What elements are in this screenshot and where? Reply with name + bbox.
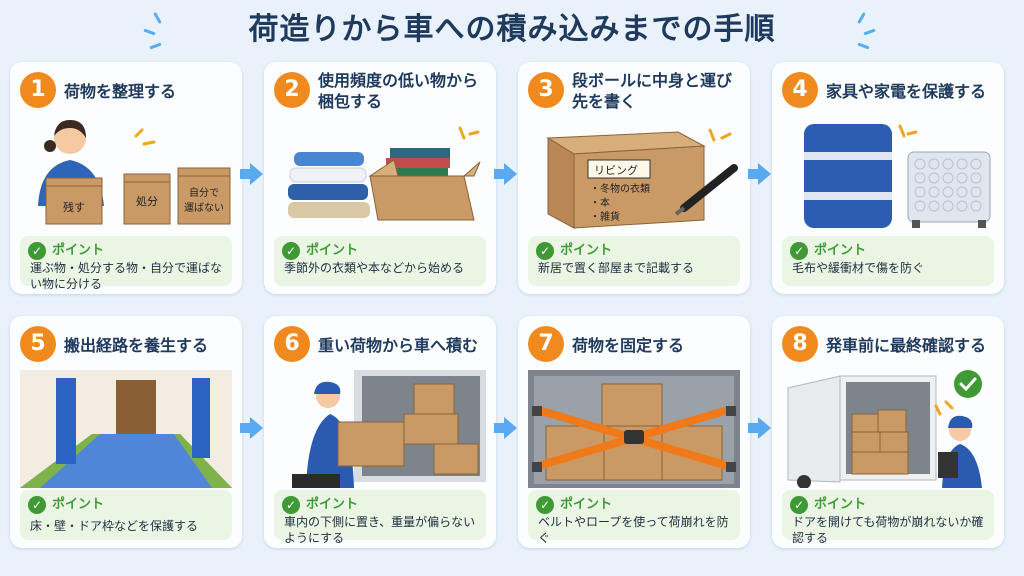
point-text: 運ぶ物・処分する物・自分で運ばない物に分ける bbox=[30, 261, 223, 291]
step-card-3: 3 段ボールに中身と運び先を書く リビング ・冬物の衣類 ・本 ・雑貨 ✓ ポイ… bbox=[518, 62, 750, 294]
step-title: 荷物を固定する bbox=[572, 335, 685, 355]
step-number: 1 bbox=[20, 72, 56, 108]
check-icon: ✓ bbox=[28, 242, 46, 260]
step-card-7: 7 荷物を固定する ✓ ポイント ベルトやロープを使って荷崩れを防ぐ bbox=[518, 316, 750, 548]
wrapped-furniture-illustration bbox=[804, 124, 991, 228]
protected-hallway-illustration bbox=[20, 370, 232, 488]
step-number: 3 bbox=[528, 72, 564, 108]
loading-truck-illustration bbox=[292, 370, 486, 488]
point-label: ポイント bbox=[814, 243, 867, 258]
box-content-2: ・本 bbox=[590, 196, 610, 209]
point-text: ベルトやロープを使って荷崩れを防ぐ bbox=[538, 515, 729, 545]
check-icon: ✓ bbox=[790, 496, 808, 514]
point-label: ポイント bbox=[560, 243, 613, 258]
point-box: ✓ ポイント ベルトやロープを使って荷崩れを防ぐ bbox=[528, 490, 740, 545]
step-card-1: 1 荷物を整理する 残す 処分 自分で 運ばない ✓ ポイント 運ぶ物・処分する… bbox=[10, 62, 242, 294]
step-title: 重い荷物から車へ積む bbox=[318, 335, 479, 355]
point-box: ✓ ポイント 床・壁・ドア枠などを保護する bbox=[20, 490, 232, 540]
labeled-box-illustration: リビング ・冬物の衣類 ・本 ・雑貨 bbox=[546, 128, 738, 229]
sorting-boxes-illustration: 残す 処分 自分で 運ばない bbox=[38, 120, 231, 225]
strapped-cargo-illustration bbox=[528, 370, 740, 488]
point-box: ✓ ポイント 新居で置く部屋まで記載する bbox=[528, 236, 740, 286]
step-number: 5 bbox=[20, 326, 56, 362]
step-title: 発車前に最終確認する bbox=[826, 335, 987, 355]
point-box: ✓ ポイント ドアを開けても荷物が崩れないか確認する bbox=[782, 490, 994, 545]
point-label: ポイント bbox=[814, 497, 867, 512]
step-number: 2 bbox=[274, 72, 310, 108]
step-title: 家具や家電を保護する bbox=[826, 81, 987, 101]
point-label: ポイント bbox=[52, 497, 105, 512]
point-label: ポイント bbox=[560, 497, 613, 512]
point-box: ✓ ポイント 毛布や緩衝材で傷を防ぐ bbox=[782, 236, 994, 286]
box-label-dispose: 処分 bbox=[136, 195, 158, 208]
point-box: ✓ ポイント 季節外の衣類や本などから始める bbox=[274, 236, 486, 286]
step-title: 搬出経路を養生する bbox=[64, 335, 209, 355]
check-icon: ✓ bbox=[536, 242, 554, 260]
point-text: 新居で置く部屋まで記載する bbox=[538, 261, 695, 275]
box-label-keep: 残す bbox=[63, 200, 85, 214]
point-text: 車内の下側に置き、重量が偏らないようにする bbox=[284, 515, 476, 545]
box-room-label: リビング bbox=[594, 163, 638, 177]
box-label-not-carry-2: 運ばない bbox=[184, 202, 224, 214]
point-box: ✓ ポイント 車内の下側に置き、重量が偏らないようにする bbox=[274, 490, 486, 545]
check-icon: ✓ bbox=[790, 242, 808, 260]
arrow-right-icon bbox=[748, 417, 771, 439]
step-card-6: 6 重い荷物から車へ積む ✓ ポイント 車内の下側に置き、重量が偏らないようにす… bbox=[264, 316, 496, 548]
step-title: 使用頻度の低い物から梱包する bbox=[318, 71, 479, 111]
arrow-right-icon bbox=[494, 417, 517, 439]
step-number: 7 bbox=[528, 326, 564, 362]
point-text: ドアを開けても荷物が崩れないか確認する bbox=[792, 515, 984, 545]
point-text: 季節外の衣類や本などから始める bbox=[284, 261, 465, 275]
final-check-truck-illustration bbox=[787, 370, 982, 488]
page-title: 荷造りから車への積み込みまでの手順 bbox=[248, 12, 776, 47]
step-number: 6 bbox=[274, 326, 310, 362]
step-card-8: 8 発車前に最終確認する ✓ ポイント ドアを開けても荷物が崩れないか確認する bbox=[772, 316, 1004, 548]
box-content-1: ・冬物の衣類 bbox=[590, 182, 650, 195]
step-number: 4 bbox=[782, 72, 818, 108]
point-text: 床・壁・ドア枠などを保護する bbox=[30, 519, 199, 533]
point-box: ✓ ポイント 運ぶ物・処分する物・自分で運ばない物に分ける bbox=[20, 236, 232, 291]
step-title: 荷物を整理する bbox=[64, 81, 177, 101]
box-label-not-carry-1: 自分で bbox=[189, 186, 219, 199]
folded-clothes-books-illustration bbox=[288, 126, 481, 221]
step-card-4: 4 家具や家電を保護する ✓ ポイント 毛布や緩衝材で傷を防ぐ bbox=[772, 62, 1004, 294]
check-icon: ✓ bbox=[536, 496, 554, 514]
check-icon: ✓ bbox=[28, 496, 46, 514]
box-content-3: ・雑貨 bbox=[590, 210, 620, 223]
step-card-5: 5 搬出経路を養生する ✓ ポイント 床・壁・ドア枠などを保護する bbox=[10, 316, 242, 548]
arrow-right-icon bbox=[748, 163, 771, 185]
point-text: 毛布や緩衝材で傷を防ぐ bbox=[792, 261, 925, 275]
arrow-right-icon bbox=[240, 163, 263, 185]
step-title: 段ボールに中身と運び先を書く bbox=[572, 71, 733, 111]
point-label: ポイント bbox=[306, 497, 359, 512]
step-number: 8 bbox=[782, 326, 818, 362]
arrow-right-icon bbox=[240, 417, 263, 439]
point-label: ポイント bbox=[306, 243, 359, 258]
point-label: ポイント bbox=[52, 243, 105, 258]
step-card-2: 2 使用頻度の低い物から梱包する ✓ ポイント 季節外の衣類や本などから始める bbox=[264, 62, 496, 294]
arrow-right-icon bbox=[494, 163, 517, 185]
check-icon: ✓ bbox=[282, 496, 300, 514]
check-icon: ✓ bbox=[282, 242, 300, 260]
